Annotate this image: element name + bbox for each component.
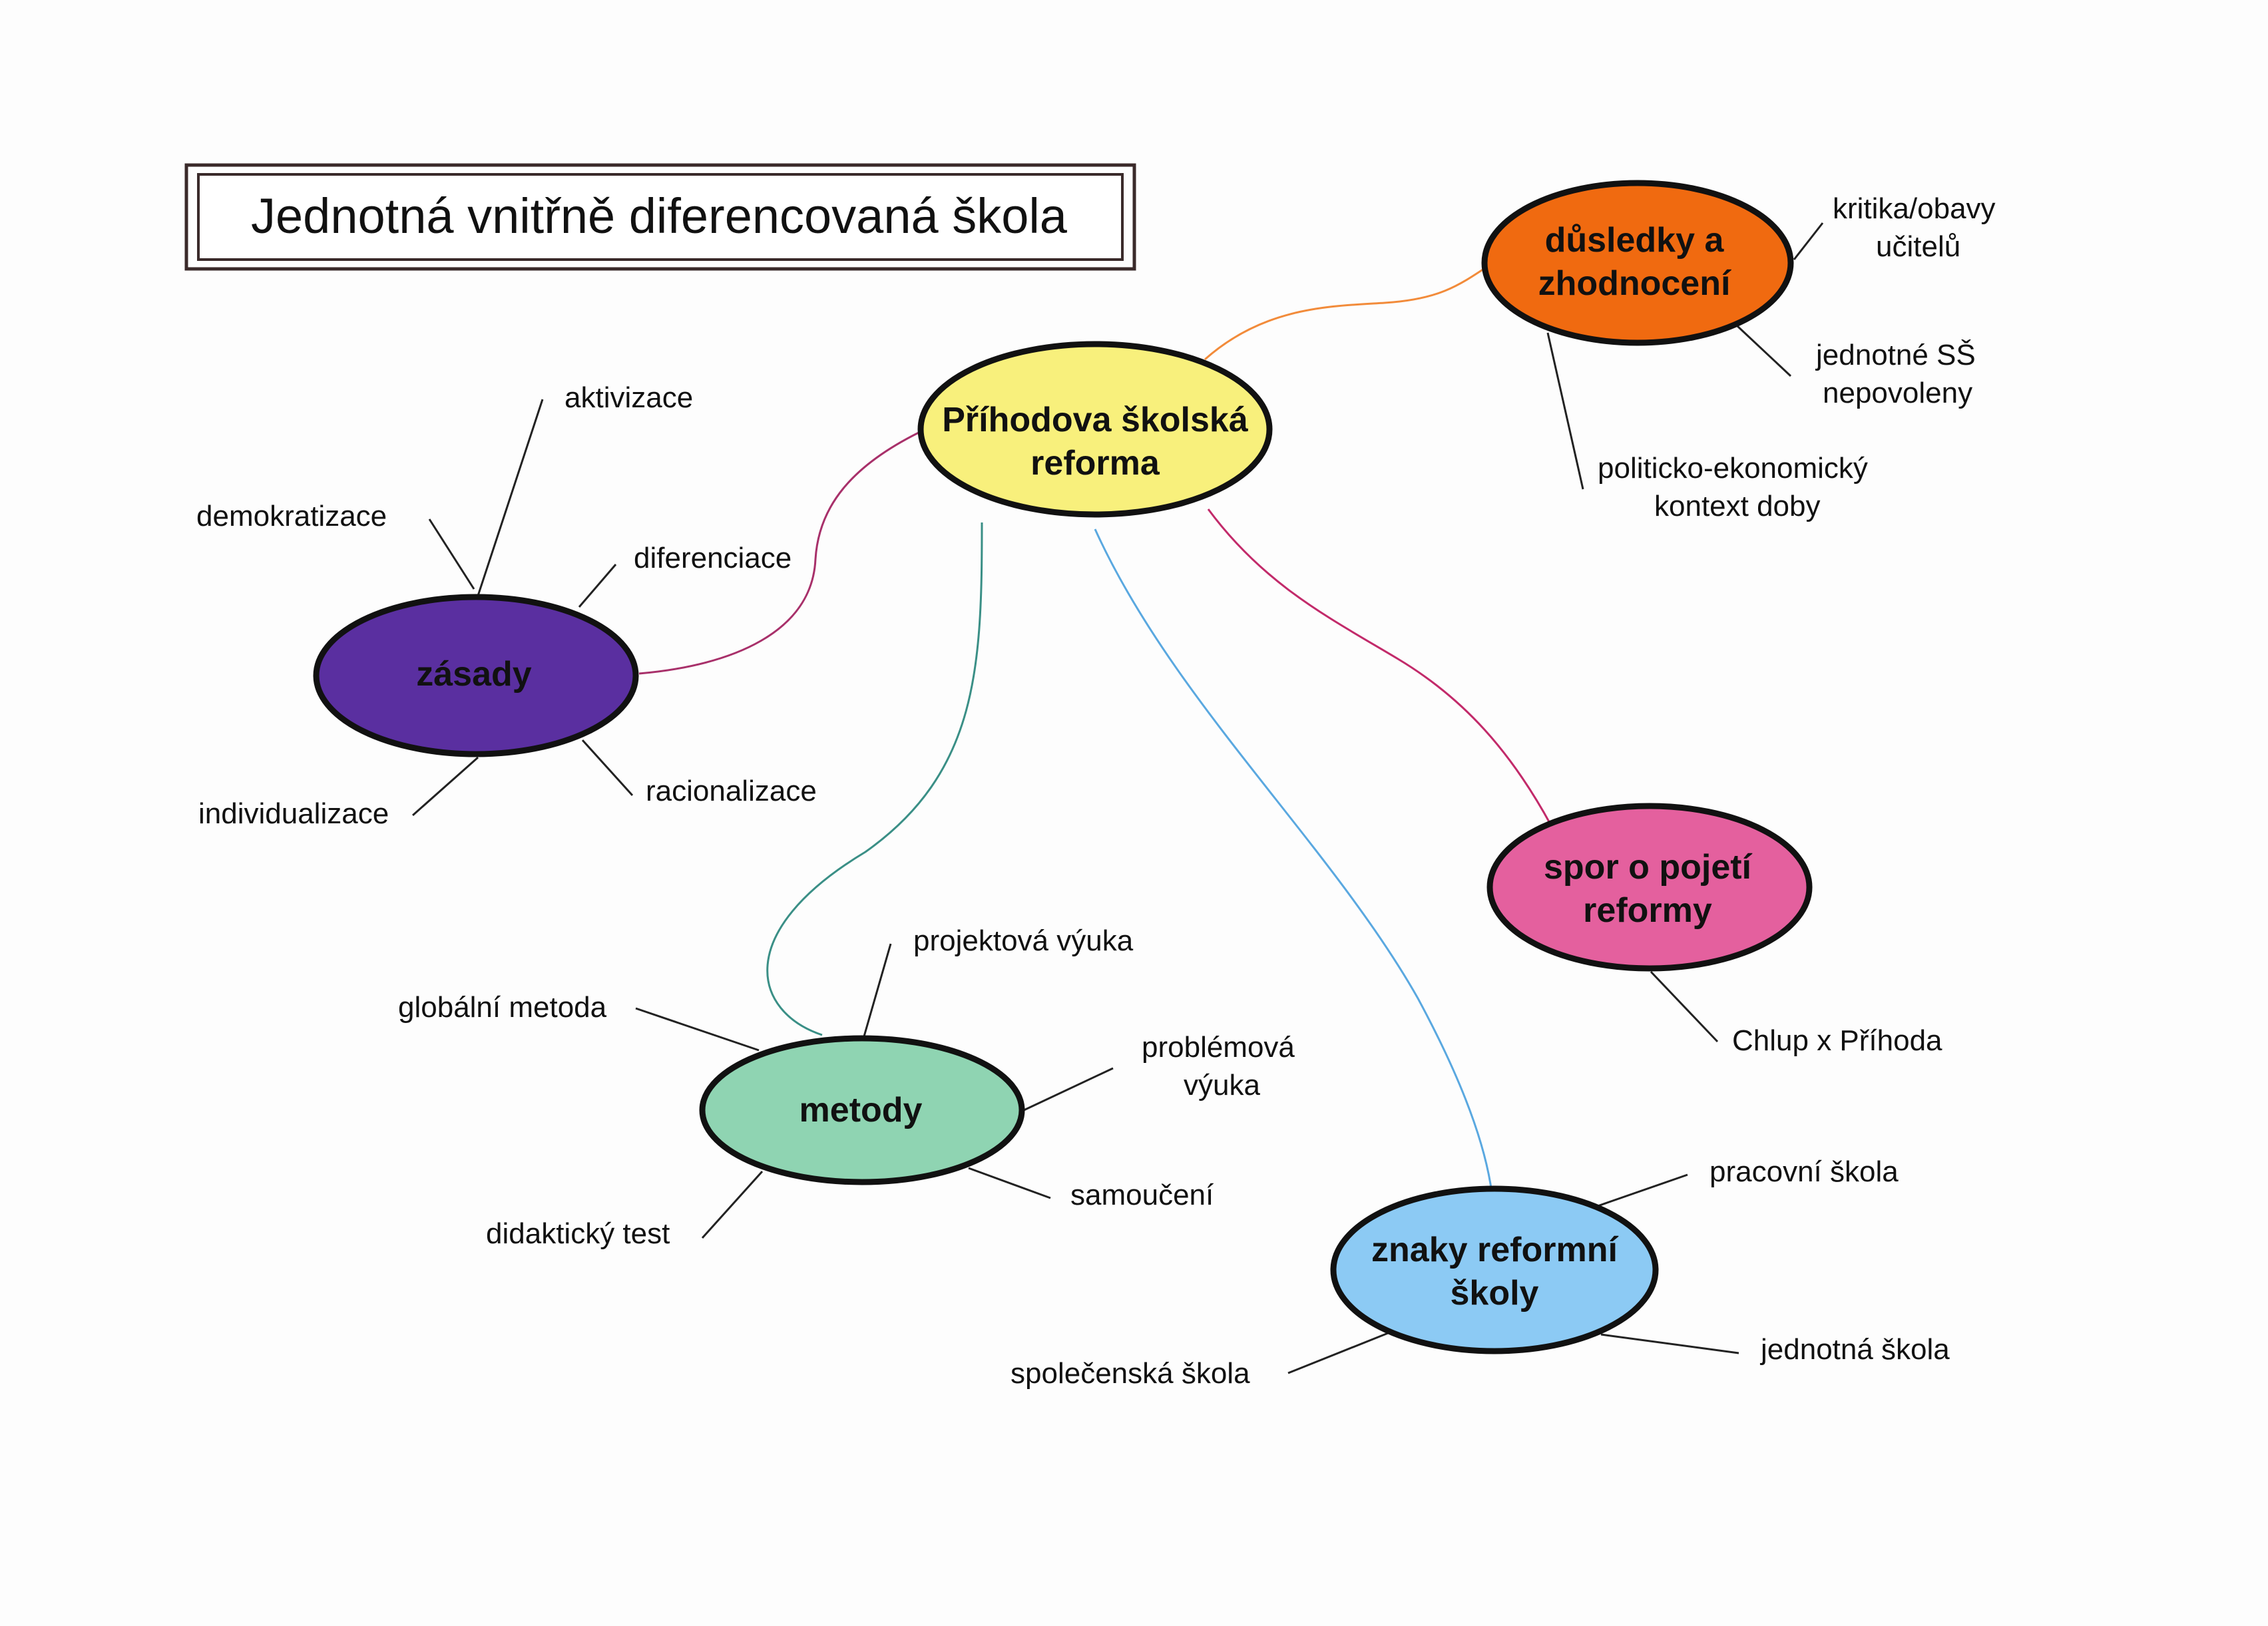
- leaf-spolecenska-skola: společenská škola: [1011, 1357, 1250, 1390]
- link-central-zasady: [638, 431, 919, 675]
- spor-label-line-1: spor o pojetí: [1544, 848, 1753, 887]
- leaf-didakticky-test: didaktický test: [486, 1217, 670, 1250]
- central-label-line-1: Příhodova školská: [942, 401, 1249, 439]
- znaky-label-line-1: znaky reformní: [1371, 1231, 1618, 1269]
- leaf-politicko-line-1: politicko-ekonomický: [1598, 452, 1868, 485]
- link-central-znaky: [1094, 528, 1492, 1189]
- leaf-samouceni: samoučení: [1070, 1179, 1214, 1211]
- zasady-label: zásady: [416, 655, 532, 694]
- leaf-politicko-line-2: kontext doby: [1654, 490, 1821, 522]
- node-dusledky: důsledky a zhodnocení: [1481, 180, 1794, 346]
- znaky-label-line-2: školy: [1451, 1274, 1539, 1313]
- leaf-pracovni-skola: pracovní škola: [1709, 1155, 1899, 1188]
- diagram-title: Jednotná vnitřně diferencovaná škola: [251, 188, 1068, 244]
- leaf-jednotne-ss-line-2: nepovoleny: [1823, 377, 1972, 409]
- leaf-kritika-line-1: kritika/obavy: [1833, 192, 1996, 225]
- leaf-chlup-x-prihoda: Chlup x Příhoda: [1732, 1024, 1942, 1057]
- central-label-line-2: reforma: [1030, 444, 1160, 483]
- leaf-individualizace: individualizace: [198, 797, 389, 830]
- leaf-connectors: [412, 222, 1824, 1374]
- dusledky-label-line-2: zhodnocení: [1538, 264, 1731, 303]
- node-spor: spor o pojetí reformy: [1486, 803, 1813, 972]
- node-central: Příhodova školská reforma: [917, 341, 1273, 518]
- leaf-demokratizace: demokratizace: [196, 500, 387, 532]
- node-znaky: znaky reformní školy: [1330, 1185, 1659, 1354]
- leaf-kritika-line-2: učitelů: [1876, 230, 1960, 263]
- dusledky-label-line-1: důsledky a: [1545, 221, 1725, 260]
- leaf-projektova-vyuka: projektová výuka: [913, 924, 1134, 957]
- link-central-spor: [1207, 508, 1552, 826]
- node-zasady: zásady: [313, 594, 639, 757]
- leaf-problemova-line-1: problémová: [1142, 1031, 1295, 1064]
- link-central-dusledky: [1204, 265, 1488, 361]
- leaf-jednotna-skola: jednotná škola: [1759, 1333, 1950, 1366]
- leaf-jednotne-ss-line-1: jednotné SŠ: [1815, 338, 1976, 371]
- leaf-diferenciace: diferenciace: [634, 542, 792, 574]
- leaf-problemova-line-2: výuka: [1184, 1069, 1260, 1102]
- leaf-racionalizace: racionalizace: [646, 775, 817, 807]
- leaf-globalni-metoda: globální metoda: [398, 991, 607, 1024]
- node-metody: metody: [699, 1035, 1025, 1185]
- metody-label: metody: [799, 1091, 923, 1129]
- title-box: Jednotná vnitřně diferencovaná škola: [184, 163, 1136, 271]
- leaf-aktivizace: aktivizace: [565, 381, 693, 414]
- link-central-metody: [766, 522, 983, 1036]
- spor-label-line-2: reformy: [1583, 891, 1712, 930]
